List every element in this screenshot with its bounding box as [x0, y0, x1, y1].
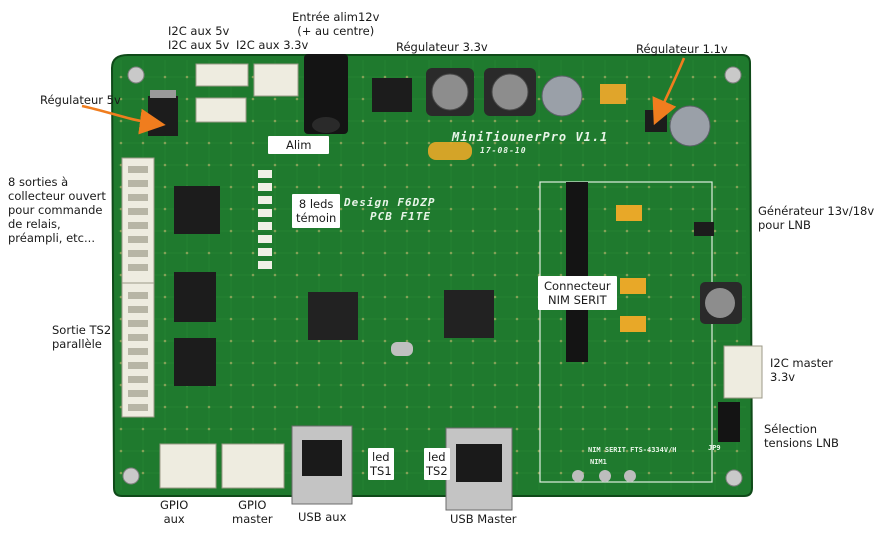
label-i2c-aux-33v: I2C aux 3.3v	[236, 38, 309, 52]
connector-i2c-aux-33v	[253, 63, 299, 97]
label-alim: Alim	[268, 136, 330, 154]
label-8-sorties: 8 sorties à collecteur ouvert pour comma…	[8, 175, 106, 245]
silk-jp9: JP9	[708, 444, 721, 452]
label-gpio-master: GPIO master	[232, 498, 273, 526]
silk-nim-label: NIM SERIT FTS-4334V/H	[588, 446, 677, 454]
label-usb-aux: USB aux	[298, 510, 347, 524]
connector-gpio-aux	[159, 443, 217, 489]
ic-usb-aux	[308, 292, 358, 340]
regulator-5v	[148, 96, 178, 136]
connector-i2c-aux-5v-top	[195, 63, 249, 87]
label-8-leds: 8 leds témoin	[292, 194, 341, 228]
label-usb-master: USB Master	[450, 512, 517, 526]
connector-8-outputs	[121, 157, 155, 284]
ic-u15	[174, 338, 216, 386]
mounting-hole	[127, 66, 145, 84]
regulator-33v-chip	[372, 78, 412, 112]
nim-outline	[539, 181, 713, 483]
mounting-hole	[724, 66, 742, 84]
label-regulateur-5v: Régulateur 5v	[40, 93, 121, 107]
label-i2c-master: I2C master 3.3v	[770, 356, 833, 384]
mounting-hole	[122, 467, 140, 485]
silk-board-name: MiniTiounerPro V1.1	[452, 130, 609, 144]
label-regulateur-11v: Régulateur 1.1v	[636, 42, 728, 56]
label-gpio-aux: GPIO aux	[160, 498, 189, 526]
label-generateur: Générateur 13v/18v pour LNB	[758, 204, 874, 232]
nim-header	[566, 182, 588, 362]
jumper-jp9	[718, 402, 740, 442]
ic-u14	[174, 272, 216, 322]
ic-u12	[174, 186, 220, 234]
label-connecteur-nim: Connecteur NIM SERIT	[538, 276, 617, 310]
silk-design: Design F6DZP	[344, 196, 436, 209]
silk-date: 17-08-10	[480, 146, 527, 155]
power-jack	[304, 54, 348, 134]
label-regulateur-33v: Régulateur 3.3v	[396, 40, 488, 54]
connector-i2c-aux-5v-bottom	[195, 97, 247, 123]
label-entree-alim: Entrée alim12v (+ au centre)	[292, 10, 380, 38]
label-led-ts1: led TS1	[368, 448, 394, 480]
label-sortie-ts2: Sortie TS2 parallèle	[52, 323, 112, 351]
connector-i2c-master	[723, 345, 763, 399]
silk-pcb: PCB F1TE	[370, 210, 431, 223]
ic-usb-master	[444, 290, 494, 338]
regulator-11v-chip	[645, 110, 667, 132]
label-led-ts2: led TS2	[424, 448, 450, 480]
label-i2c-aux-5v: I2C aux 5v I2C aux 5v	[168, 24, 230, 52]
connector-gpio-master	[221, 443, 285, 489]
mounting-hole	[725, 469, 743, 487]
silk-nim-ref: NIM1	[590, 458, 607, 466]
label-selection-tensions: Sélection tensions LNB	[764, 422, 839, 450]
arrow-regulateur-11v	[652, 57, 686, 126]
arrow-regulateur-5v	[81, 104, 166, 135]
